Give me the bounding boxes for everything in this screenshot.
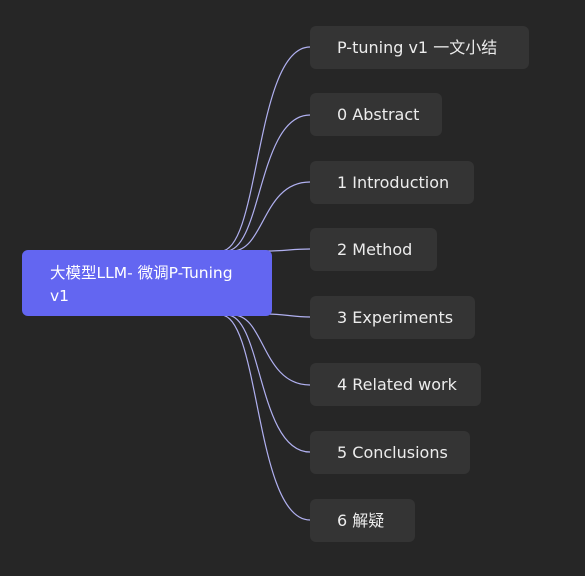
connector-edge [220,314,311,521]
child-node-label: 4 Related work [337,375,457,394]
child-node-related-work[interactable]: 4 Related work [310,363,481,406]
connector-edge [232,314,311,386]
child-node-abstract[interactable]: 0 Abstract [310,93,442,136]
child-node-label: 2 Method [337,240,413,259]
child-node-experiments[interactable]: 3 Experiments [310,296,475,339]
root-node-label: 大模型LLM- 微调P-Tuning v1 [50,264,233,305]
connector-edge [231,181,311,252]
child-node-faq[interactable]: 6 解疑 [310,499,415,542]
child-node-introduction[interactable]: 1 Introduction [310,161,474,204]
root-node[interactable]: 大模型LLM- 微调P-Tuning v1 [22,250,272,316]
connector-edge [265,313,311,318]
connector-edge [226,314,311,453]
child-node-summary[interactable]: P-tuning v1 一文小结 [310,26,529,69]
child-node-label: 3 Experiments [337,308,454,327]
child-node-label: P-tuning v1 一文小结 [337,38,498,57]
child-node-label: 1 Introduction [337,173,450,192]
child-node-method[interactable]: 2 Method [310,228,437,271]
connector-edge [225,114,311,252]
connector-edge [265,248,311,252]
child-node-label: 0 Abstract [337,105,420,124]
connector-edge [220,46,311,252]
child-node-label: 6 解疑 [337,511,385,530]
child-node-conclusions[interactable]: 5 Conclusions [310,431,470,474]
child-node-label: 5 Conclusions [337,443,448,462]
